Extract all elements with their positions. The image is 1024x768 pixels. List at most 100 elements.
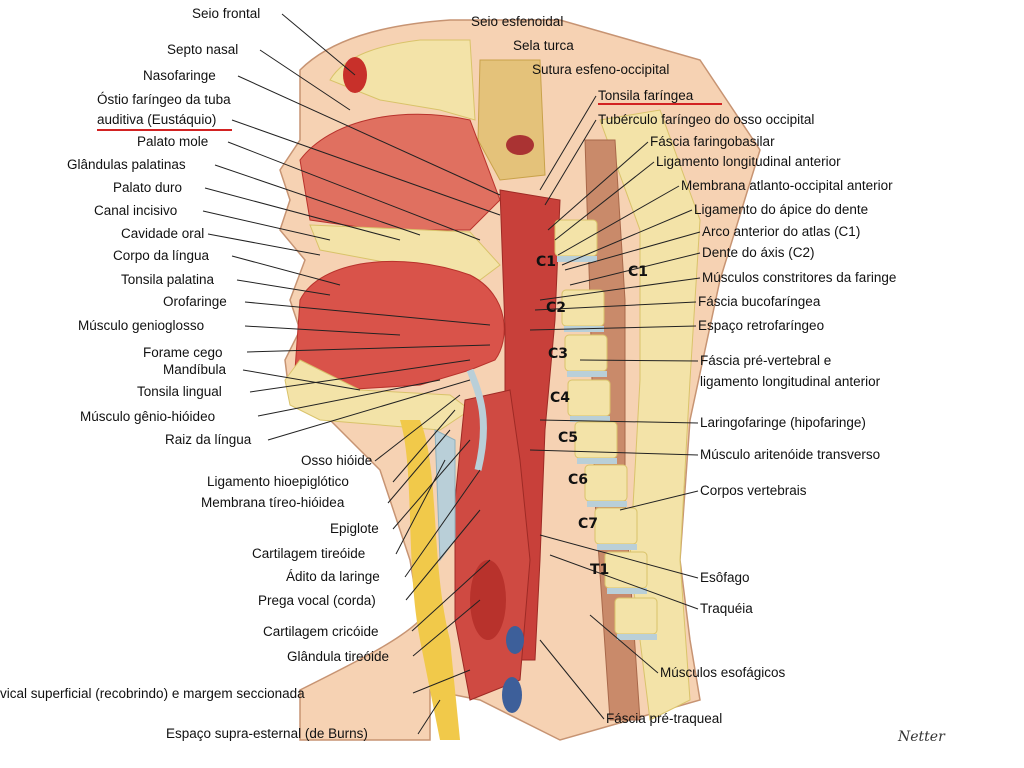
frontal-bone [329,39,476,121]
leader-line [539,419,699,424]
label-cartilagem-tireoide: Cartilagem tireóide [252,546,366,561]
leader-line [529,325,697,331]
label-tuberculo-faringeo: Tubérculo faríngeo do osso occipital [598,112,815,127]
leader-line [244,325,401,336]
label-corpo-da-lingua: Corpo da língua [113,248,210,263]
vessel [502,677,522,713]
leader-line [244,301,491,326]
intervertebral-disc [617,634,657,640]
leader-line [249,359,471,393]
label-musculo-aritenoide: Músculo aritenóide transverso [700,447,881,462]
vertebral-body [584,464,628,502]
label-traqueia: Traquéia [700,601,753,616]
leader-line [547,141,649,231]
sella-turcica [506,135,534,155]
label-laringofaringe: Laringofaringe (hipofaringe) [700,415,866,430]
vertebra-label-t1: T1 [590,562,610,578]
tongue [294,260,505,391]
label-fascia-pre-traqueal: Fáscia pré-traqueal [606,711,723,726]
label-fascia-pre-vertebral: Fáscia pré-vertebral e [700,353,832,368]
leader-line [539,95,597,191]
label-dente-do-axis: Dente do áxis (C2) [702,245,815,260]
leader-line [539,534,699,579]
label-cavidade-oral: Cavidade oral [121,226,205,241]
leader-line [539,639,605,720]
vertebral-body [614,597,658,635]
leader-line [579,359,699,362]
vertebra-label-c5: C5 [558,430,579,446]
label-orofaringe: Orofaringe [163,294,227,309]
label-tonsila-palatina: Tonsila palatina [121,272,215,287]
leader-line [267,379,471,441]
intervertebral-disc [577,458,617,464]
label-tonsila-faringea: Tonsila faríngea [598,88,694,103]
label-raiz-da-lingua: Raiz da língua [165,432,252,447]
leader-line [242,369,361,391]
leader-line [214,164,421,236]
vertebra-label-c7: C7 [578,516,599,532]
label-musculos-constritores: Músculos constritores da faringe [702,270,897,285]
label-sutura-esfeno-occipital: Sutura esfeno-occipital [532,62,670,77]
leader-line [549,554,699,610]
label-ligamento-hioepiglotico: Ligamento hioepiglótico [207,474,349,489]
leader-line [259,49,351,111]
label-fascia-faringobasilar: Fáscia faringobasilar [650,134,775,149]
leader-lines [202,13,701,735]
leader-line [589,614,659,674]
label-mandibula: Mandíbula [163,362,227,377]
label-sela-turca: Sela turca [513,38,574,53]
leader-line [227,141,481,241]
label-espaco-supra-esternal: Espaço supra-esternal (de Burns) [166,726,368,741]
leader-line [207,233,321,256]
label-espaco-retrofaringeo: Espaço retrofaríngeo [698,318,825,333]
vessel [506,626,524,654]
label-arco-anterior-atlas: Arco anterior do atlas (C1) [702,224,861,239]
label-glandulas-palatinas: Glândulas palatinas [67,157,186,172]
label-osso-hioide: Osso hióide [301,453,373,468]
label-canal-incisivo: Canal incisivo [94,203,178,218]
fat-layer [400,420,460,740]
leader-line [564,231,701,271]
leader-line [539,277,701,301]
leader-line [236,279,331,296]
label-palato-mole: Palato mole [137,134,209,149]
leader-line [392,409,456,483]
leader-line [534,301,697,311]
label-membrana-tireo-hioidea: Membrana tíreo-hióidea [201,495,345,510]
leader-line [412,669,471,694]
leader-line [237,75,501,196]
posterior-spinal-elements [599,109,701,721]
leader-line [257,379,441,417]
label-musculo-genio-hioideo: Músculo gênio-hióideo [80,409,216,424]
leader-line [387,429,451,504]
label-fascia-cervical-superficial: vical superficial (recobrindo) e margem … [0,686,305,701]
leader-line [569,252,701,286]
epiglottis [466,368,487,471]
label-fascia-bucofaringea: Fáscia bucofaríngea [698,294,821,309]
leader-line [246,344,491,353]
leader-line [231,119,501,216]
leader-line [395,459,446,555]
thyroid-gland [470,560,506,640]
label-ligamento-apice-dente: Ligamento do ápice do dente [694,202,869,217]
intervertebral-disc [597,544,637,550]
label-prega-vocal: Prega vocal (corda) [258,593,376,608]
leader-line [392,439,471,530]
vertebra-label-c1: C1 [536,254,557,270]
intervertebral-disc [607,588,647,594]
leader-line [417,699,441,735]
label-musculos-esofagicos: Músculos esofágicos [660,665,786,680]
label-esofago: Esôfago [700,570,750,585]
leader-line [544,119,597,206]
label-corpos-vertebrais: Corpos vertebrais [700,483,807,498]
palate [309,224,501,281]
intervertebral-disc [570,416,610,422]
leader-line [411,559,491,632]
leader-line [412,599,481,657]
label-forame-cego: Forame cego [143,345,223,360]
label-glandula-tireoide: Glândula tireóide [287,649,390,664]
vertebra-label-c6: C6 [568,472,589,488]
vertebral-body [554,219,598,257]
